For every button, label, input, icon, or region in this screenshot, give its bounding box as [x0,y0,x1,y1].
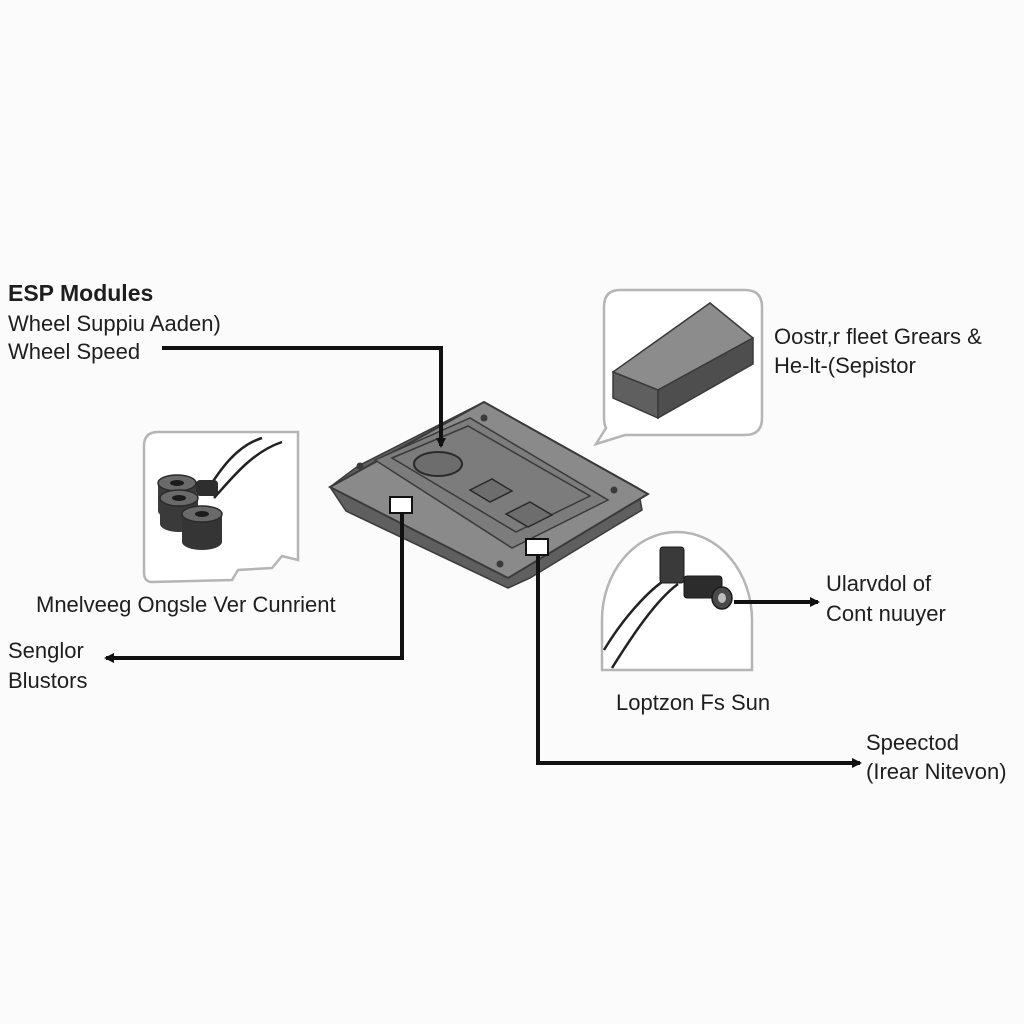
magnet-callout [142,430,300,584]
mount-hole [356,462,364,470]
leader-lines [104,346,862,768]
pin-connector-right [525,538,549,556]
wheel-label-line2: Wheel Speed [8,339,141,364]
pin-connector-left [389,496,413,514]
magnet-caption: Mnelveeg Ongsle Ver Cunrient [36,592,336,617]
chip-2 [504,501,554,528]
connector-callout-frame [600,530,754,672]
gears-label-line2: He-lt-(Sepistor [774,353,916,378]
speed-label-line2: (Irear Nitevon) [866,759,1007,784]
chip-1 [468,478,514,503]
wheel-speed-arrow [162,346,446,448]
mount-hole [480,414,488,422]
sensor-label-line2: Blustors [8,668,88,693]
wheel-label-line1: Wheel Suppiu Aaden) [8,311,221,336]
resistor-block-icon [611,302,755,420]
right-label-line2: Cont nuuyer [826,601,946,626]
gears-label-line1: Oostr,r fleet Grears & [774,324,982,349]
esp-module [327,400,650,589]
sensor-label-line1: Senglor [8,638,84,663]
sensor-connector-icon [602,546,733,669]
speed-label-line1: Speectod [866,730,959,755]
magnet-callout-frame [142,430,300,584]
sensor-arrow [104,513,404,663]
mount-hole [496,560,504,568]
magnet-rings-icon [157,436,283,550]
diagram-title: ESP Modules [8,280,154,306]
sensor-port [413,451,463,477]
right-label-line1: Ularvdol of [826,571,932,596]
resistor-callout [593,288,764,447]
mount-hole [610,486,618,494]
speed-arrow [536,555,862,768]
connector-callout [600,530,754,672]
connector-caption: Loptzon Fs Sun [616,690,771,715]
